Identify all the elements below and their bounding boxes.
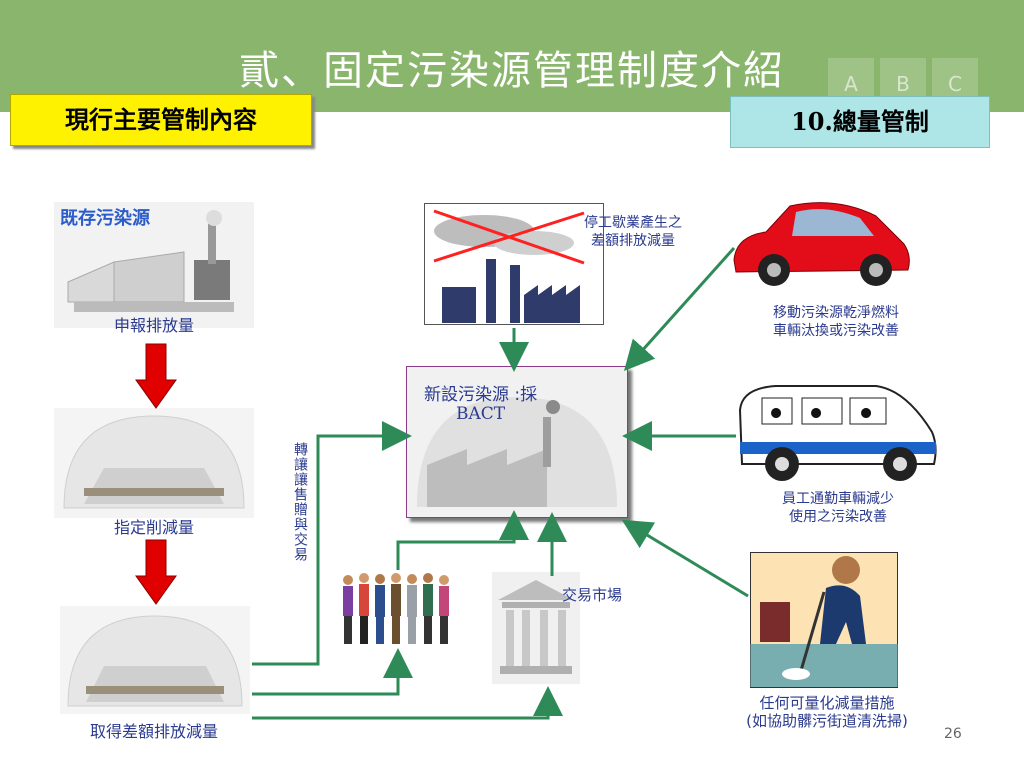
bank-building-icon (492, 572, 580, 684)
red-down-arrow-2 (135, 539, 177, 605)
dome-icon (54, 408, 254, 518)
crossed-factory-icon (424, 203, 604, 325)
red-down-arrow-1 (135, 343, 177, 409)
people-image (338, 570, 458, 646)
step1-label: 申報排放量 (113, 316, 194, 335)
cleaner-image (750, 552, 898, 688)
existing-source-image (54, 202, 254, 328)
arrow-step3-to-market (252, 686, 563, 720)
step2-label: 指定削減量 (113, 518, 194, 537)
arrow-people-to-new (396, 510, 529, 570)
dome-image-1 (54, 408, 254, 518)
people-group-icon (343, 573, 449, 644)
arrow-cleaner-to-new (621, 519, 749, 598)
cleaner-icon (750, 552, 898, 688)
arrow-step3-to-new (252, 421, 412, 666)
red-car-icon (733, 202, 910, 286)
page-number: 26 (944, 726, 962, 742)
dome-icon (60, 606, 250, 714)
bact-label: BACT (456, 404, 506, 424)
new-factory-icon (417, 397, 617, 507)
existing-source-label: 既存污染源 (60, 208, 150, 229)
new-source-label: 新設污染源 :採 (424, 385, 538, 405)
commute-label: 員工通勤車輛減少 使用之污染改善 (782, 491, 894, 525)
mobile-label: 移動污染源乾淨燃料 車輛汰換或污染改善 (773, 305, 899, 339)
van-image (736, 380, 942, 486)
transfer-label: 轉讓讓售贈與交易 (292, 442, 308, 562)
topic-label: 10.總量管制 (730, 96, 990, 148)
header-bar (0, 0, 1024, 112)
dome-image-2 (60, 606, 250, 714)
step3-label: 取得差額排放減量 (89, 722, 218, 741)
factory-icon (54, 202, 254, 328)
car-image (726, 196, 916, 296)
market-image (492, 572, 580, 684)
market-label: 交易市場 (562, 586, 623, 604)
measures-label: 任何可量化減量措施 (如協助髒污街道清洗掃) (746, 694, 908, 730)
closure-image (424, 203, 604, 325)
van-icon (738, 385, 937, 481)
closure-label: 停工歇業產生之 差額排放減量 (584, 215, 682, 249)
slide-title: 貳、固定污染源管理制度介紹 (239, 48, 785, 94)
arrow-step3-to-people (252, 648, 413, 696)
arrow-car-to-new (623, 246, 736, 371)
new-source-box (406, 366, 628, 518)
section-label: 現行主要管制內容 (10, 94, 312, 146)
